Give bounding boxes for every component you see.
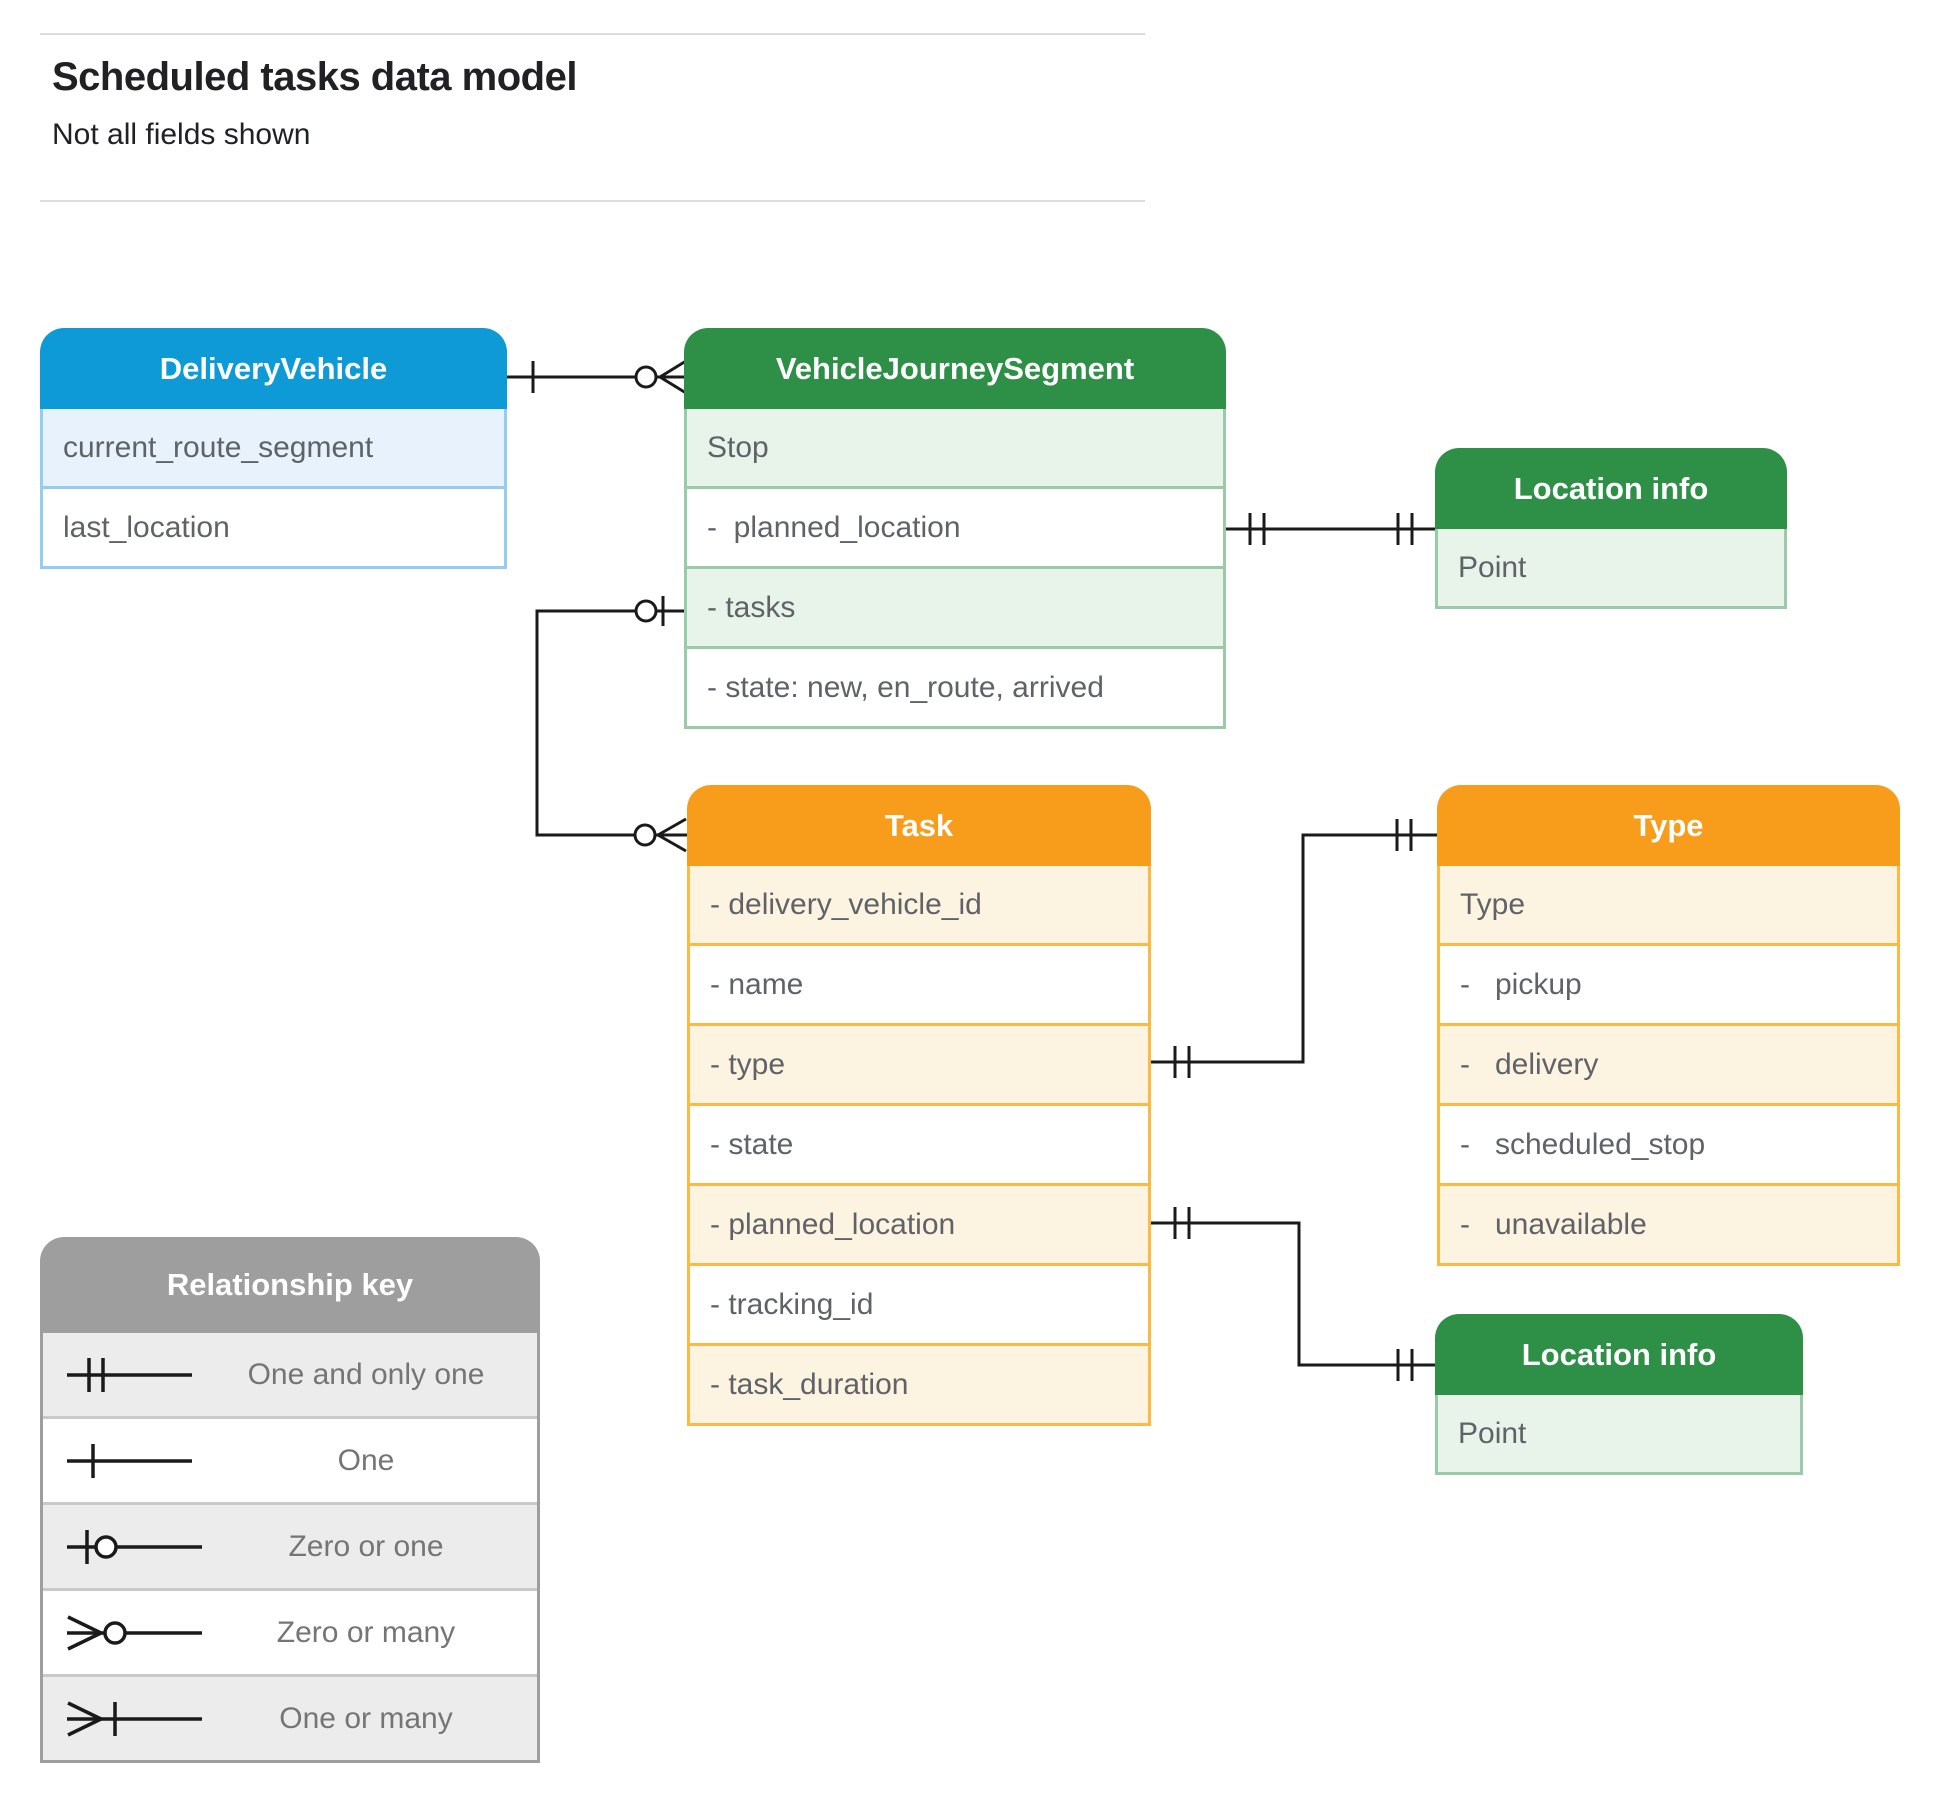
entity-row-label: - task_duration xyxy=(710,1367,909,1401)
legend-item: Zero or many xyxy=(43,1588,537,1674)
entity-row: - delivery xyxy=(1440,1023,1897,1103)
one-icon xyxy=(65,1431,205,1491)
entity-row: Point xyxy=(1438,1395,1800,1472)
entity-row-label: - name xyxy=(710,967,804,1001)
entity-row-label: - planned_location xyxy=(707,510,961,544)
entity-rows: Type - pickup - delivery - scheduled_stop - … xyxy=(1437,866,1900,1266)
entity-row-label: - state: new, en_route, arrived xyxy=(707,670,1104,704)
entity-row: Point xyxy=(1438,529,1784,606)
entity-header: DeliveryVehicle xyxy=(40,328,507,409)
entity-row: - planned_location xyxy=(687,486,1223,566)
entity-row: - type xyxy=(690,1023,1148,1103)
zero-or-many-icon xyxy=(65,1603,205,1663)
entity-box-locationinfo-bottom: Location info Point xyxy=(1435,1314,1803,1475)
connector-plannedlocation-to-locationinfo-top xyxy=(1226,513,1435,545)
entity-row: - tasks xyxy=(687,566,1223,646)
entity-row-label: - planned_location xyxy=(710,1207,956,1241)
entity-row: - tracking_id xyxy=(690,1263,1148,1343)
entity-row-label: - unavailable xyxy=(1460,1207,1647,1241)
entity-title: Task xyxy=(884,807,954,843)
legend-title: Relationship key xyxy=(166,1267,414,1302)
entity-row-label: Point xyxy=(1458,550,1527,584)
entity-title: DeliveryVehicle xyxy=(159,350,388,386)
entity-row-label: Stop xyxy=(707,430,769,464)
legend-item: Zero or one xyxy=(43,1502,537,1588)
entity-row: - task_duration xyxy=(690,1343,1148,1423)
entity-rows: current_route_segment last_location xyxy=(40,409,507,569)
entity-title: Type xyxy=(1633,807,1704,843)
entity-rows: Point xyxy=(1435,529,1787,609)
entity-box-locationinfo-top: Location info Point xyxy=(1435,448,1787,609)
entity-box-vehiclejourneysegment: VehicleJourneySegment Stop - planned_loca… xyxy=(684,328,1226,729)
entity-row: - pickup xyxy=(1440,943,1897,1023)
legend-item-label: Zero or many xyxy=(276,1615,456,1649)
entity-row: Stop xyxy=(687,409,1223,486)
entity-row-label: Type xyxy=(1460,887,1526,921)
header-divider xyxy=(40,200,1145,202)
legend-item: One xyxy=(43,1416,537,1502)
page-title: Scheduled tasks data model xyxy=(52,55,577,99)
page-subtitle: Not all fields shown xyxy=(52,118,311,151)
entity-row: - name xyxy=(690,943,1148,1023)
entity-row: - scheduled_stop xyxy=(1440,1103,1897,1183)
entity-row-label: - delivery_vehicle_id xyxy=(710,887,982,921)
legend-item-label: One and only one xyxy=(247,1357,485,1391)
entity-row-label: - tasks xyxy=(707,590,796,624)
one-or-many-icon xyxy=(65,1689,205,1749)
one-and-only-one-icon xyxy=(65,1345,205,1405)
entity-row-label: - scheduled_stop xyxy=(1460,1127,1706,1161)
entity-row-label: - type xyxy=(710,1047,786,1081)
entity-rows: - delivery_vehicle_id - name - type - state… xyxy=(687,866,1151,1426)
entity-row: current_route_segment xyxy=(43,409,504,486)
entity-row: - planned_location xyxy=(690,1183,1148,1263)
entity-row-label: - pickup xyxy=(1460,967,1582,1001)
legend-item-label: One xyxy=(337,1443,395,1477)
connector-taskplannedlocation-to-locationinfo-bottom xyxy=(1151,1207,1435,1381)
entity-header: Task xyxy=(687,785,1151,866)
legend-item-label: Zero or one xyxy=(288,1529,444,1563)
entity-row-label: - delivery xyxy=(1460,1047,1599,1081)
legend-item: One or many xyxy=(43,1674,537,1760)
entity-row: - delivery_vehicle_id xyxy=(690,866,1148,943)
entity-rows: Stop - planned_location - tasks - state: ne… xyxy=(684,409,1226,729)
entity-row: last_location xyxy=(43,486,504,566)
entity-title: Location info xyxy=(1521,1336,1717,1372)
entity-row-label: last_location xyxy=(63,510,230,544)
top-divider xyxy=(40,33,1145,35)
entity-header: Location info xyxy=(1435,448,1787,529)
entity-title: VehicleJourneySegment xyxy=(775,350,1135,386)
entity-header: VehicleJourneySegment xyxy=(684,328,1226,409)
entity-row-label: - tracking_id xyxy=(710,1287,874,1321)
connector-tasks-to-task xyxy=(535,596,687,853)
entity-row: - state: new, en_route, arrived xyxy=(687,646,1223,726)
entity-row: - state xyxy=(690,1103,1148,1183)
connector-deliveryvehicle-to-vehiclejourneysegment xyxy=(507,359,687,395)
zero-or-one-icon xyxy=(65,1517,205,1577)
legend-item-label: One or many xyxy=(279,1701,453,1735)
entity-rows: Point xyxy=(1435,1395,1803,1475)
legend-header: Relationship key xyxy=(40,1237,540,1333)
entity-box-type: Type Type - pickup - delivery - scheduled_s… xyxy=(1437,785,1900,1266)
entity-row: Type xyxy=(1440,866,1897,943)
entity-row-label: - state xyxy=(710,1127,794,1161)
connector-tasktype-to-type xyxy=(1151,819,1437,1078)
entity-row-label: Point xyxy=(1458,1416,1527,1450)
entity-title: Location info xyxy=(1513,470,1709,506)
entity-row: - unavailable xyxy=(1440,1183,1897,1263)
entity-box-task: Task - delivery_vehicle_id- name- type- … xyxy=(687,785,1151,1426)
entity-header: Type xyxy=(1437,785,1900,866)
legend-item: One and only one xyxy=(43,1333,537,1416)
entity-header: Location info xyxy=(1435,1314,1803,1395)
entity-row-label: current_route_segment xyxy=(63,430,374,464)
